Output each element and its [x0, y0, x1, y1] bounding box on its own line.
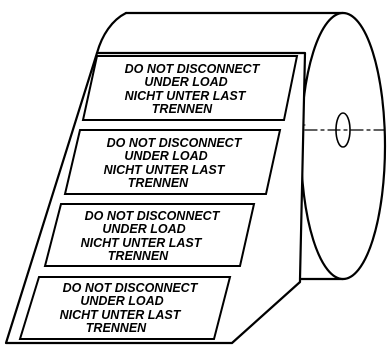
roll-end-face [299, 11, 387, 281]
label-3-border [43, 203, 256, 267]
label-2-line-3: NICHT UNTER LAST [104, 163, 226, 177]
label-4-line-2: UNDER LOAD [80, 294, 163, 308]
label-strip [4, 51, 307, 345]
label-1-line-3: NICHT UNTER LAST [125, 89, 247, 103]
label-3-line-3: NICHT UNTER LAST [81, 236, 203, 250]
label-1-line-1: DO NOT DISCONNECT [125, 62, 261, 76]
label-1-line-2: UNDER LOAD [144, 75, 227, 89]
label-3-line-2: UNDER LOAD [102, 222, 185, 236]
label-2-line-2: UNDER LOAD [124, 149, 207, 163]
label-2-line-4: TRENNEN [128, 176, 189, 190]
roll-left-curve [95, 11, 128, 55]
label-1-line-4: TRENNEN [152, 102, 213, 116]
label-3-line-4: TRENNEN [108, 249, 169, 263]
label-4-border [18, 276, 232, 340]
label-2-line-1: DO NOT DISCONNECT [107, 136, 243, 150]
label-strip-outline [4, 51, 307, 345]
label-4-line-4: TRENNEN [86, 321, 147, 335]
label-1-border [81, 55, 299, 121]
label-4: DO NOT DISCONNECT UNDER LOAD NICHT UNTER… [18, 276, 232, 340]
label-4-line-1: DO NOT DISCONNECT [63, 281, 199, 295]
label-3-line-1: DO NOT DISCONNECT [85, 209, 221, 223]
label-4-line-3: NICHT UNTER LAST [60, 308, 182, 322]
label-1: DO NOT DISCONNECT UNDER LOAD NICHT UNTER… [81, 55, 299, 121]
label-roll [95, 11, 387, 281]
label-2: DO NOT DISCONNECT UNDER LOAD NICHT UNTER… [63, 129, 282, 195]
label-2-border [63, 129, 282, 195]
label-3: DO NOT DISCONNECT UNDER LOAD NICHT UNTER… [43, 203, 256, 267]
